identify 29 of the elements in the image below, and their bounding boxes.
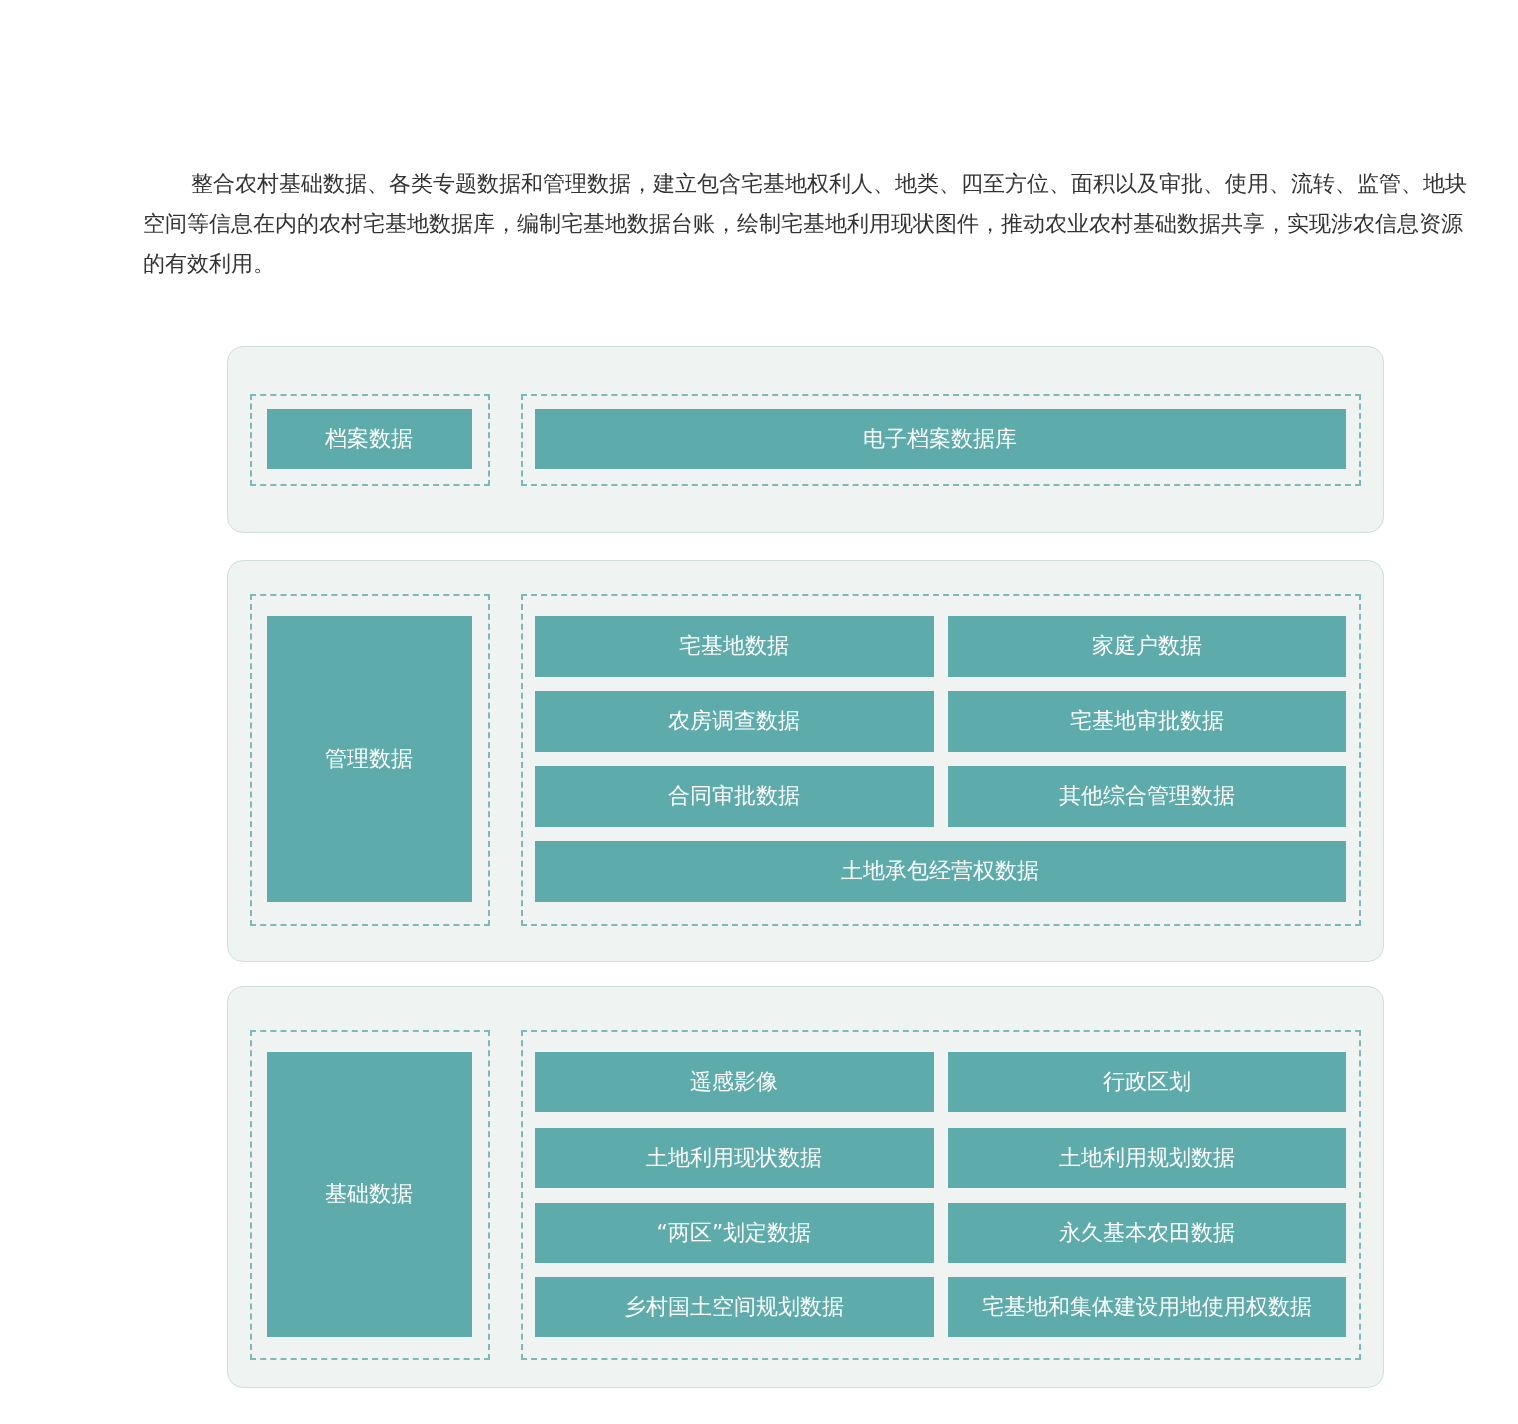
data-box: 永久基本农田数据 [947,1202,1346,1263]
layer-panel [227,346,1384,533]
dashed-frame [249,1029,490,1360]
dashed-frame [520,593,1361,926]
dashed-frame [520,393,1361,486]
data-box: 土地利用现状数据 [534,1127,934,1188]
data-box: 行政区划 [947,1051,1346,1112]
data-box: 管理数据 [266,615,472,902]
layer-panel [227,560,1384,962]
intro-paragraph: 整合农村基础数据、各类专题数据和管理数据，建立包含宅基地权利人、地类、四至方位、面积以及审批、使用、流转、监管、地块空间等信息在内的农村宅基地数据库，编制宅基地数据台账，绘制宅基地利用现状图件，推动农业农村基础数据共享，实现涉农信息资源的有效利用。 [143,170,1468,278]
data-box: 宅基地和集体建设用地使用权数据 [947,1276,1346,1337]
data-box: 其他综合管理数据 [947,765,1346,827]
data-box: 基础数据 [266,1051,472,1337]
data-box: 农房调查数据 [534,690,934,752]
dashed-frame [520,1029,1361,1360]
data-box: 档案数据 [266,408,472,469]
data-box: 宅基地数据 [534,615,934,677]
data-box: 土地承包经营权数据 [534,840,1346,902]
data-box: 合同审批数据 [534,765,934,827]
data-box: “两区”划定数据 [534,1202,934,1263]
dashed-frame [249,593,490,926]
data-box: 电子档案数据库 [534,408,1346,469]
data-box: 家庭户数据 [947,615,1346,677]
data-box: 遥感影像 [534,1051,934,1112]
layer-panel [227,986,1384,1388]
data-box: 土地利用规划数据 [947,1127,1346,1188]
dashed-frame [249,393,490,486]
data-box: 宅基地审批数据 [947,690,1346,752]
data-box: 乡村国土空间规划数据 [534,1276,934,1337]
